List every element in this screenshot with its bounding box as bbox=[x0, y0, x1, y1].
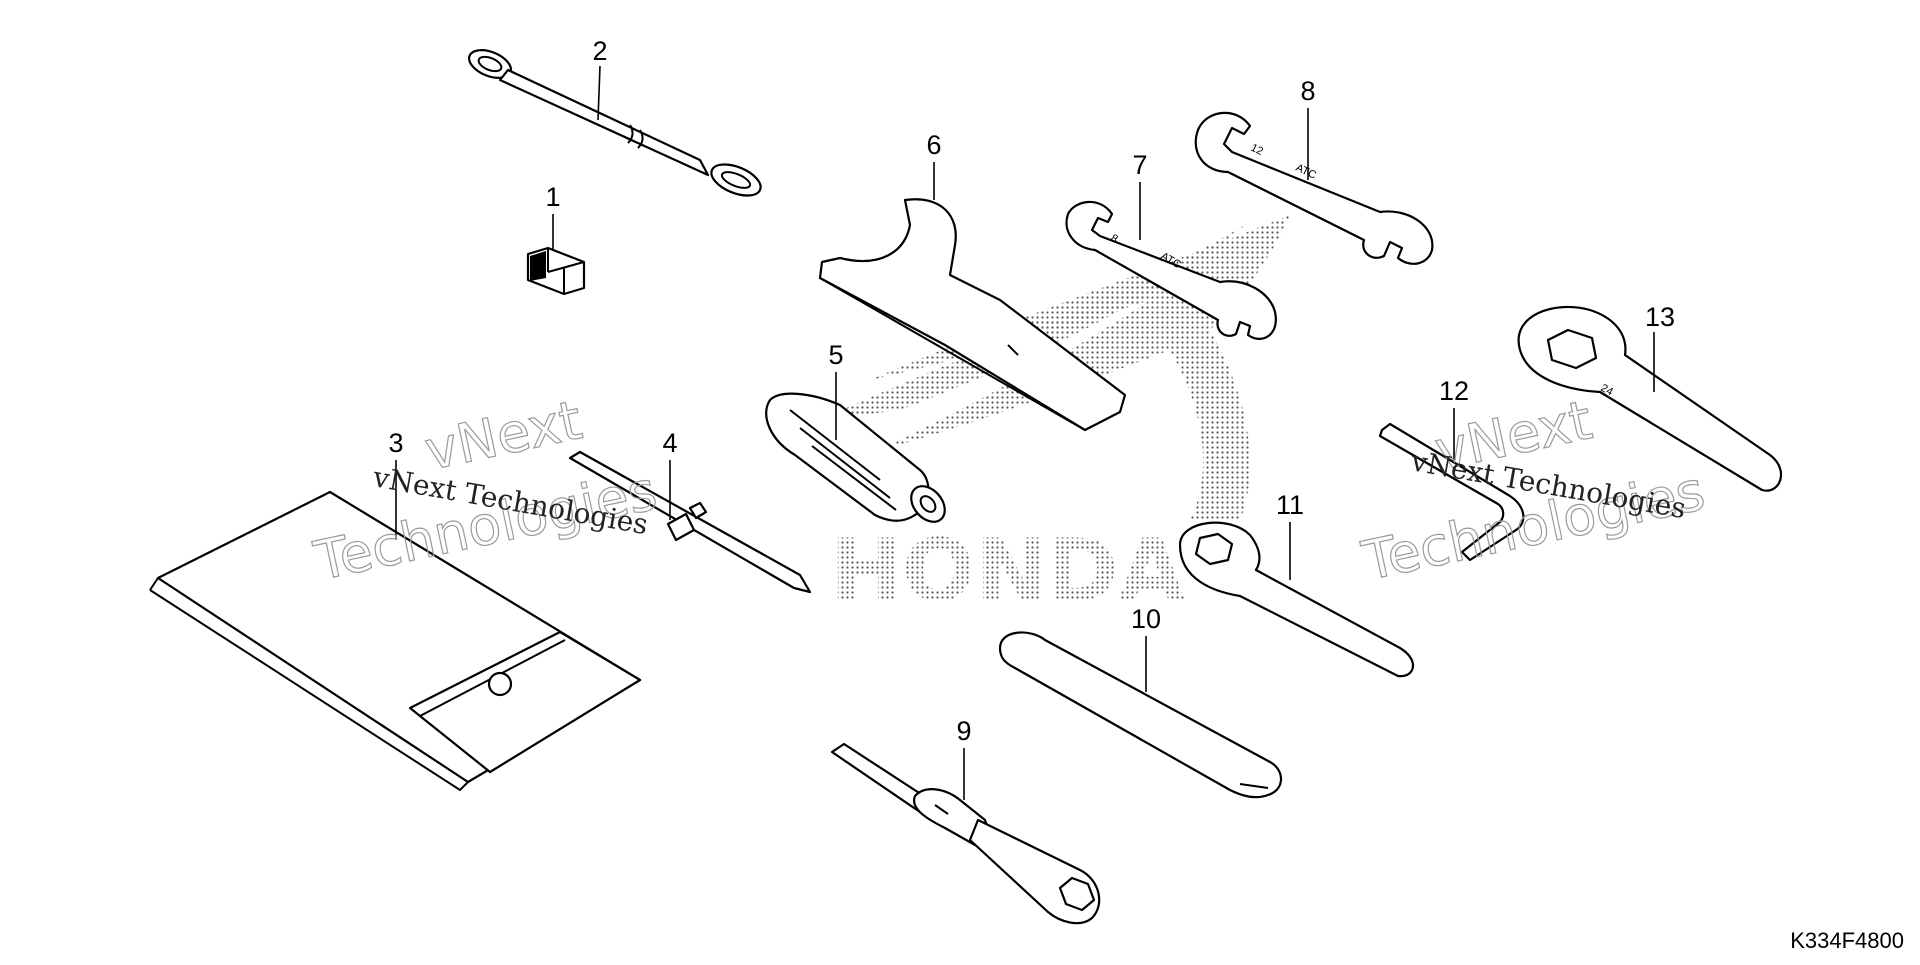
part-3-tool-pouch bbox=[149, 490, 642, 792]
callout-10: 10 bbox=[1131, 604, 1161, 634]
part-4-screwdriver-bit bbox=[568, 450, 812, 594]
part-2-cable bbox=[468, 49, 762, 197]
part-11-ring-wrench bbox=[1178, 521, 1414, 678]
callout-9: 9 bbox=[956, 716, 971, 746]
callout-2: 2 bbox=[592, 36, 607, 66]
part-10-bar bbox=[998, 631, 1283, 799]
callout-7: 7 bbox=[1132, 150, 1147, 180]
callout-3: 3 bbox=[388, 428, 403, 458]
callout-12: 12 bbox=[1439, 376, 1469, 406]
callout-4: 4 bbox=[662, 428, 677, 458]
part-6-pin-spanner bbox=[818, 198, 1127, 432]
svg-text:12: 12 bbox=[1249, 142, 1265, 158]
svg-text:8: 8 bbox=[1109, 232, 1120, 245]
callout-1: 1 bbox=[545, 182, 560, 212]
callout-5: 5 bbox=[828, 340, 843, 370]
callout-numbers: 1 2 3 4 5 6 7 8 9 10 11 12 13 bbox=[388, 36, 1675, 746]
svg-text:24: 24 bbox=[1599, 382, 1615, 398]
callout-11: 11 bbox=[1276, 490, 1304, 520]
watermark-left-line1: vNext bbox=[420, 388, 587, 482]
callout-13: 13 bbox=[1645, 302, 1675, 332]
part-12-hex-key bbox=[1378, 422, 1525, 562]
part-9-spark-plug-wrench bbox=[830, 742, 1101, 925]
callout-6: 6 bbox=[926, 130, 941, 160]
leader-lines bbox=[395, 65, 1655, 800]
callout-8: 8 bbox=[1300, 76, 1315, 106]
diagram-code: K334F4800 bbox=[1790, 928, 1904, 953]
part-13-ring-wrench: 24 bbox=[1517, 305, 1782, 492]
watermark-left: vNext Technologies vNext Technologies bbox=[308, 388, 663, 594]
part-5-screwdriver-handle bbox=[765, 392, 946, 523]
honda-logo-text: HONDA bbox=[830, 521, 1185, 621]
part-1-clip bbox=[526, 246, 586, 296]
